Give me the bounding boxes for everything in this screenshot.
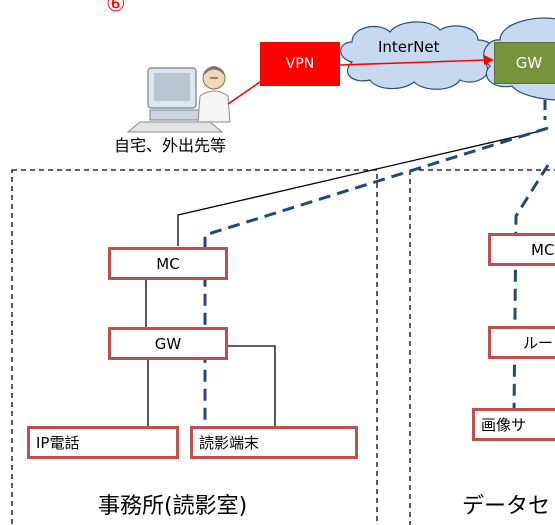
datacenter-mc-node: MC	[488, 233, 555, 266]
office-zone-border	[11, 169, 378, 525]
vpn-tunnel-line	[339, 59, 489, 66]
office-mc-node: MC	[108, 247, 228, 280]
datacenter-router-node: ルー	[488, 326, 555, 359]
vpn-node: VPN	[260, 42, 340, 86]
step-marker: ⑥	[106, 0, 126, 17]
gateway-node: GW	[494, 42, 555, 84]
remote-to-vpn-line	[227, 81, 261, 105]
datacenter-zone-title: データセ	[462, 494, 551, 519]
office-zone-title: 事務所(読影室)	[98, 494, 248, 519]
internet-to-office-mc-line	[177, 129, 546, 246]
vpn-tunnel-arrowhead	[484, 55, 494, 65]
vpn-dashed-datacenter	[512, 164, 550, 413]
reading-terminal-node: 読影端末	[190, 426, 358, 459]
office-gw-node: GW	[108, 327, 228, 360]
vpn-dashed-office	[203, 126, 549, 425]
remote-location-label: 自宅、外出先等	[114, 136, 227, 155]
gw-to-terminal-line	[226, 345, 276, 426]
ip-phone-node: IP電話	[27, 426, 179, 459]
image-server-node: 画像サ	[472, 408, 555, 441]
internet-label: InterNet	[378, 38, 440, 56]
remote-user-icon	[126, 66, 231, 133]
